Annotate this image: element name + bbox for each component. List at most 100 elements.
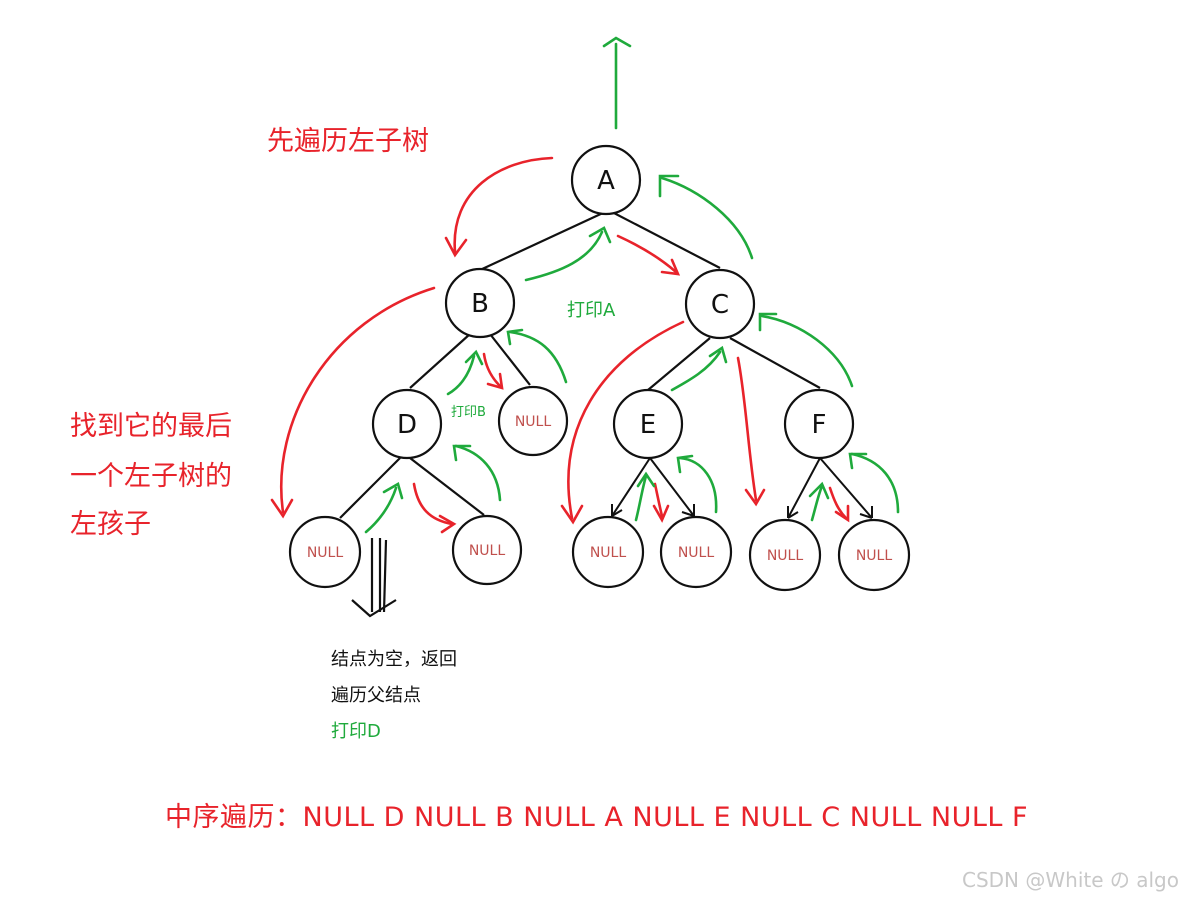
red-arrows: [270, 156, 850, 534]
green-arrow-up-head: [602, 36, 632, 48]
node-d-label: D: [397, 410, 417, 440]
green-arrow-nullb-to-b: [508, 330, 568, 384]
red-arrow-b-to-nullb-head: [486, 372, 504, 390]
green-arrow-nullb-to-b-head: [506, 328, 524, 346]
node-null-e-right: [659, 515, 733, 589]
edge-d-null1: [339, 457, 401, 519]
green-arrow-null2-to-d-head: [452, 444, 472, 462]
node-a-label: A: [597, 166, 615, 196]
annotation-print-b: 打印B: [451, 405, 486, 420]
node-labels: A B C D E F NULL NULL NULL NULL NULL NUL…: [307, 166, 893, 564]
red-arrow-d-to-null2-head: [438, 514, 457, 534]
traversal-label: 中序遍历：: [165, 802, 303, 833]
leaf-arrows: [611, 457, 873, 519]
edge-a-c: [611, 211, 721, 269]
green-arrow-c-to-a-head: [658, 174, 680, 198]
red-arrow-e-to-null-head: [652, 504, 670, 523]
node-b: [444, 267, 516, 339]
red-arrow-b-to-null: [280, 286, 436, 514]
node-null-f-left: [748, 518, 822, 592]
node-null-b: [497, 385, 569, 457]
traversal-row: 中序遍历：NULL D NULL B NULL A NULL E NULL C …: [165, 795, 1028, 834]
arrow-f-left: [787, 457, 821, 519]
return-arrow-head: [351, 599, 397, 618]
tree-edges: [339, 211, 821, 519]
red-arrow-f-to-null-head: [834, 504, 850, 523]
red-arrow-a-to-c: [616, 234, 678, 274]
green-arrow-e-to-c: [670, 350, 722, 392]
green-arrows: [364, 36, 900, 534]
edge-c-e: [647, 337, 711, 391]
edge-b-null: [489, 333, 531, 386]
red-arrow-a-to-b-head: [444, 236, 468, 258]
node-e-label: E: [640, 410, 656, 440]
green-arrow-null-to-f-head: [808, 481, 830, 500]
edge-b-d: [409, 333, 471, 389]
node-c-label: C: [711, 290, 729, 320]
green-arrow-c-to-a: [660, 176, 754, 260]
green-arrow-b-to-a-head: [588, 226, 612, 244]
return-arrow: [351, 538, 397, 618]
red-arrow-c-to-null: [567, 320, 685, 520]
green-arrow-null2-to-f: [850, 452, 900, 514]
null-label-d-left: NULL: [307, 545, 344, 561]
node-a: [570, 144, 642, 216]
green-arrow-f-to-c: [760, 314, 854, 388]
annotation-find-last-line3: 左孩子: [70, 509, 151, 540]
green-arrow-null2-to-e: [678, 456, 718, 514]
red-arrow-e-to-null: [653, 482, 664, 518]
null-label-d-right: NULL: [469, 543, 506, 559]
null-label-b: NULL: [515, 414, 552, 430]
green-arrow-f-to-c-head: [758, 312, 778, 332]
green-arrow-null-to-d: [364, 486, 398, 534]
green-arrow-null-to-d-head: [382, 482, 404, 500]
tree-nodes: [288, 144, 911, 592]
null-label-e-left: NULL: [590, 545, 627, 561]
green-arrow-d-to-b: [446, 354, 476, 396]
annotation-left-subtree-first: 先遍历左子树: [267, 126, 429, 157]
edge-d-null2: [409, 457, 485, 516]
green-arrow-null2-to-f-head: [848, 452, 868, 470]
green-arrow-b-to-a: [524, 230, 604, 282]
null-label-e-right: NULL: [678, 545, 715, 561]
node-null-d-left: [288, 515, 362, 589]
note-line1: 结点为空，返回: [331, 649, 457, 670]
red-arrow-a-to-c-head: [660, 258, 681, 276]
red-arrow-a-to-b: [453, 156, 554, 254]
node-f-label: F: [812, 410, 827, 440]
annotation-find-last-line2: 一个左子树的: [70, 461, 232, 492]
green-arrow-null-to-e-head: [636, 471, 656, 488]
node-e: [612, 388, 684, 460]
green-arrow-null2-to-d: [454, 444, 502, 502]
arrow-e-left: [611, 457, 651, 517]
node-b-label: B: [471, 289, 489, 319]
edge-a-b: [479, 211, 606, 271]
traversal-sequence: NULL D NULL B NULL A NULL E NULL C NULL …: [302, 802, 1029, 833]
annotation-find-last-line1: 找到它的最后: [70, 411, 232, 442]
arrow-f-right: [819, 457, 873, 519]
red-arrow-c-to-nullf: [736, 356, 758, 502]
node-null-d-right: [451, 514, 523, 586]
node-f: [783, 388, 855, 460]
return-arrow-shaft: [370, 538, 388, 613]
red-arrow-d-to-null2: [412, 482, 454, 526]
node-null-e-left: [571, 515, 645, 589]
node-c: [684, 268, 756, 340]
node-null-f-right: [837, 518, 911, 592]
null-label-f-right: NULL: [856, 548, 893, 564]
annotation-print-a: 打印A: [567, 300, 616, 321]
red-arrow-c-to-null-head: [560, 504, 584, 525]
note-line3: 打印D: [331, 721, 381, 742]
green-arrow-d-to-b-head: [464, 349, 484, 366]
red-arrow-c-to-nullf-head: [744, 488, 766, 507]
green-arrow-e-to-c-head: [708, 345, 728, 364]
green-arrow-null-to-f: [810, 484, 824, 522]
null-label-f-left: NULL: [767, 548, 804, 564]
red-arrow-b-to-null-head: [270, 498, 294, 519]
edge-c-f: [729, 337, 821, 389]
node-d: [371, 388, 443, 460]
green-arrow-null2-to-e-head: [676, 454, 694, 474]
arrow-e-right: [649, 457, 695, 517]
red-arrow-b-to-nullb: [482, 352, 502, 388]
